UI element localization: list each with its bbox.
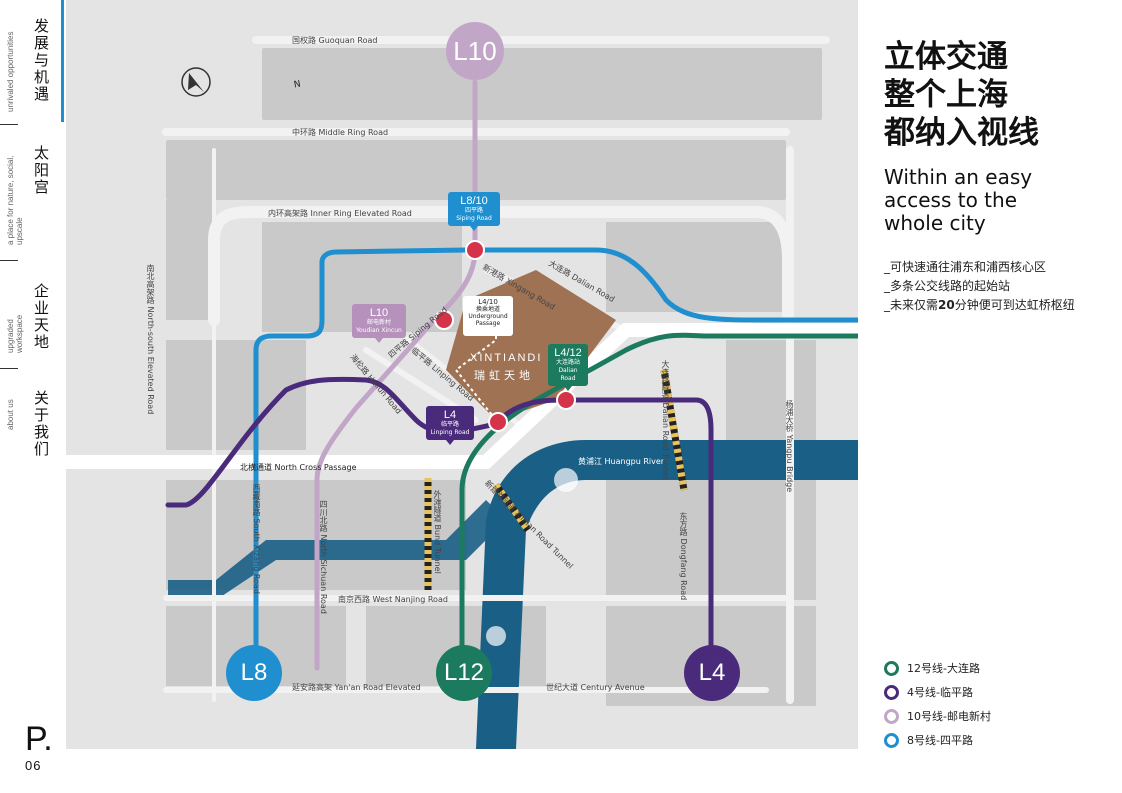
compass-icon: [181, 67, 211, 97]
callout-en: Siping Road: [456, 215, 492, 222]
road-west-nanjing: 南京西路 West Nanjing Road: [338, 595, 448, 604]
legend-label: 10号线-邮电新村: [907, 710, 991, 723]
title-line: 整个上海: [884, 77, 1008, 113]
callout-code: L4/12: [554, 347, 582, 359]
callout-siping-station: L8/10 四平路 Siping Road: [448, 192, 500, 231]
subtitle-line: access to the: [884, 188, 1018, 212]
legend-dot-icon: [884, 684, 899, 700]
page-letter: P.: [25, 720, 53, 758]
badge-line-8: L8: [226, 645, 282, 701]
subtitle-line: Within an easy: [884, 165, 1033, 189]
page-number-value: 06: [25, 758, 42, 773]
nav-item-cn: 发展与机遇: [34, 17, 50, 103]
callout-en: Linping Road: [430, 429, 470, 436]
legend-label: 8号线-四平路: [907, 734, 973, 747]
nav-divider: [0, 260, 18, 261]
nav-item-en: upgraded workspace: [6, 314, 24, 353]
road-north-cross: 北横通道 North Cross Passage: [240, 463, 357, 472]
list-item-text: 分钟便可到达虹桥枢纽: [954, 298, 1075, 312]
road-bund-tunnel: 外滩隧道 Bund Tunnel: [433, 490, 442, 574]
badge-line-4: L4: [684, 645, 740, 701]
page-number: P. 06: [25, 722, 53, 773]
nav-item-cn: 关于我们: [34, 389, 50, 458]
nav-divider: [0, 124, 18, 125]
callout-en: Youdian Xincun: [356, 327, 402, 334]
callout-en: Underground Passage: [468, 313, 508, 327]
nav-active-indicator: [61, 0, 64, 122]
river-huangpu: 黄浦江 Huangpu River: [578, 457, 665, 466]
nav-divider: [0, 368, 18, 369]
nav-item-cn: 企业天地: [34, 282, 50, 351]
nav-item-en: a place for nature, social, upscale: [6, 155, 24, 245]
legend-item-line-4: 4号线-临平路: [884, 680, 991, 704]
callout-code: L4: [443, 409, 457, 421]
nav-item-taiyanggong[interactable]: a place for nature, social, upscale 太阳宫: [0, 145, 64, 255]
callout-cn: 换乘地道: [475, 306, 500, 313]
callout-dalian-station: L4/12 大连路站 Dalian Road: [548, 344, 588, 391]
xintiandi-name-en: XINTIANDI: [470, 352, 543, 364]
transit-map: N 国权路 Guoquan Road 中环路 Middle Ring Road …: [66, 0, 858, 749]
line-10-path: [314, 79, 478, 671]
callout-code: L8/10: [460, 195, 488, 207]
list-item-text: _未来仅需: [884, 298, 939, 312]
road-north-south: 南北高架路 North-south Elevated Road: [146, 264, 155, 415]
callout-cn: 大连路站: [555, 359, 580, 366]
list-item: _多条公交线路的起始站: [884, 279, 1011, 293]
callout-en: Dalian Road: [558, 367, 578, 382]
compass-letter: N: [293, 79, 302, 91]
road-north-sichuan: 四川北路 North Sichuan Road: [319, 500, 328, 614]
callout-cn: 四平路: [464, 207, 483, 214]
nav-item-cn: 太阳宫: [34, 144, 50, 196]
map-graphics: [66, 36, 858, 749]
legend-dot-icon: [884, 660, 899, 676]
nav-item-opportunities[interactable]: unrivaled opportunities 发展与机遇: [0, 18, 64, 118]
road-century: 世纪大道 Century Avenue: [546, 683, 645, 692]
badge-line-10: L10: [446, 22, 504, 80]
badge-line-12: L12: [436, 645, 492, 701]
line-8-path: [253, 247, 858, 671]
list-item: _可快速通往浦东和浦西核心区: [884, 260, 1047, 274]
tunnels: [424, 369, 688, 590]
callout-linping-station: L4 临平路 Linping Road: [426, 406, 474, 445]
legend-item-line-8: 8号线-四平路: [884, 728, 991, 752]
feature-list: _可快速通往浦东和浦西核心区 _多条公交线路的起始站 _未来仅需20分钟便可到达…: [884, 258, 1075, 315]
list-item: _未来仅需20分钟便可到达虹桥枢纽: [884, 296, 1075, 315]
callout-code: L10: [369, 307, 389, 319]
huangpu-river: [168, 440, 858, 749]
callout-youdian-station: L10 邮电新村 Youdian Xincun: [352, 304, 406, 343]
xintiandi-name-cn: 瑞虹天地: [474, 369, 534, 382]
road-south-xizang: 西藏南路 South Xizang Road: [252, 484, 261, 594]
nav-item-about[interactable]: about us 关于我们: [0, 390, 64, 460]
road-middle-ring: 中环路 Middle Ring Road: [292, 128, 389, 137]
road-yangpu-bridge: 杨浦大桥 Yangpu Bridge: [785, 400, 794, 493]
title-line: 都纳入视线: [884, 115, 1039, 151]
page-subtitle: Within an easy access to the whole city: [884, 166, 1032, 235]
legend-dot-icon: [884, 708, 899, 724]
road-inner-ring: 内环高架路 Inner Ring Elevated Road: [268, 209, 412, 218]
legend-label: 4号线-临平路: [907, 686, 973, 699]
title-line: 立体交通: [884, 39, 1008, 75]
nav-item-en: unrivaled opportunities: [6, 31, 15, 113]
road-guoquan: 国权路 Guoquan Road: [292, 36, 378, 45]
legend-item-line-10: 10号线-邮电新村: [884, 704, 991, 728]
nav-item-workspace[interactable]: upgraded workspace 企业天地: [0, 283, 64, 363]
road-yanan: 延安路高架 Yan'an Road Elevated: [292, 683, 421, 692]
section-nav: unrivaled opportunities 发展与机遇 a place fo…: [0, 0, 64, 793]
nav-item-en: about us: [6, 399, 15, 430]
callout-code: L4/10: [478, 298, 498, 306]
legend-dot-icon: [884, 732, 899, 748]
road-dongfang: 东方路 Dongfang Road: [679, 512, 688, 601]
callout-cn: 邮电新村: [366, 319, 391, 326]
page-title: 立体交通 整个上海 都纳入视线: [884, 38, 1039, 152]
metro-icons: [434, 240, 576, 432]
callout-underground-passage: L4/10 换乘地道 Underground Passage: [463, 296, 513, 336]
legend-label: 12号线-大连路: [907, 662, 980, 675]
road-dalian-tunnel: 大连路隧道 Dalian Road Tunnel: [661, 360, 670, 480]
subtitle-line: whole city: [884, 211, 986, 235]
callout-cn: 临平路: [440, 421, 459, 428]
list-item-emphasis: 20: [938, 298, 955, 312]
line-legend: 12号线-大连路 4号线-临平路 10号线-邮电新村 8号线-四平路: [884, 656, 991, 752]
legend-item-line-12: 12号线-大连路: [884, 656, 991, 680]
